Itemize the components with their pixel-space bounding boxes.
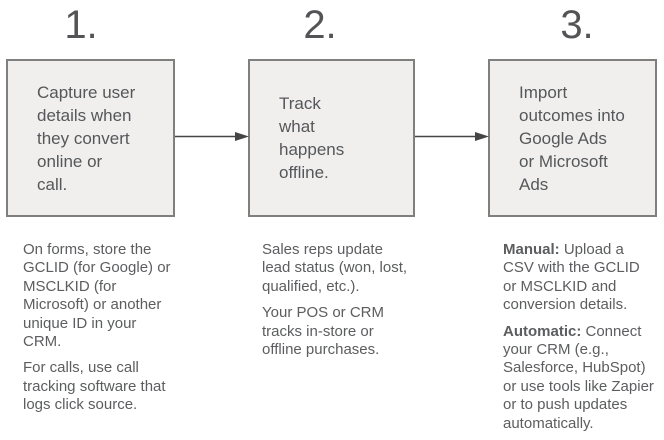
step-2-note-paragraph-2: Your POS or CRM tracks in-store or offli… — [262, 304, 440, 359]
step-3-number: 3. — [560, 3, 594, 47]
step-3-box-text: Import outcomes into Google Ads or Micro… — [519, 82, 625, 194]
step-1-box-text: Capture user details when they convert o… — [37, 82, 136, 194]
step-2-box-text: Track what happens offline. — [279, 94, 345, 182]
step-2-notes: Sales reps update lead status (won, lost… — [262, 241, 440, 367]
step-2-box: Track what happens offline. — [248, 59, 415, 217]
step-1-number: 1. — [64, 3, 98, 47]
step-1-note-paragraph-1: On forms, store the GCLID (for Google) o… — [23, 241, 201, 351]
step-3-note-2-bold-label: Automatic: — [503, 322, 582, 340]
step-1-note-1-text: On forms, store the GCLID (for Google) o… — [23, 241, 171, 351]
step-3-note-1-text: Upload a CSV with the GCLID or MSCLKID a… — [503, 241, 640, 314]
step-1-box: Capture user details when they convert o… — [6, 59, 175, 217]
step-1-notes: On forms, store the GCLID (for Google) o… — [23, 241, 201, 423]
step-2-number: 2. — [303, 3, 337, 47]
step-2-note-1-text: Sales reps update lead status (won, lost… — [262, 241, 408, 295]
step-1-note-paragraph-2: For calls, use call tracking software th… — [23, 359, 201, 414]
step-2-note-paragraph-1: Sales reps update lead status (won, lost… — [262, 241, 440, 296]
step-1-note-2-text: For calls, use call tracking software th… — [23, 359, 166, 414]
step-3-note-2-text: Connect your CRM (e.g., Salesforce, HubS… — [503, 322, 654, 432]
step-3-notes: Manual: Upload a CSV with the GCLID or M… — [503, 241, 664, 440]
step-3-note-paragraph-1: Manual: Upload a CSV with the GCLID or M… — [503, 241, 664, 315]
arrow-step1-to-step2-icon — [175, 132, 249, 141]
step-3-note-1-bold-label: Manual: — [503, 241, 560, 258]
step-3-note-paragraph-2: Automatic: Connect your CRM (e.g., Sales… — [503, 323, 664, 433]
step-2-note-2-text: Your POS or CRM tracks in-store or offli… — [262, 304, 384, 359]
step-3-box: Import outcomes into Google Ads or Micro… — [488, 59, 657, 217]
arrow-step2-to-step3-icon — [415, 132, 489, 141]
